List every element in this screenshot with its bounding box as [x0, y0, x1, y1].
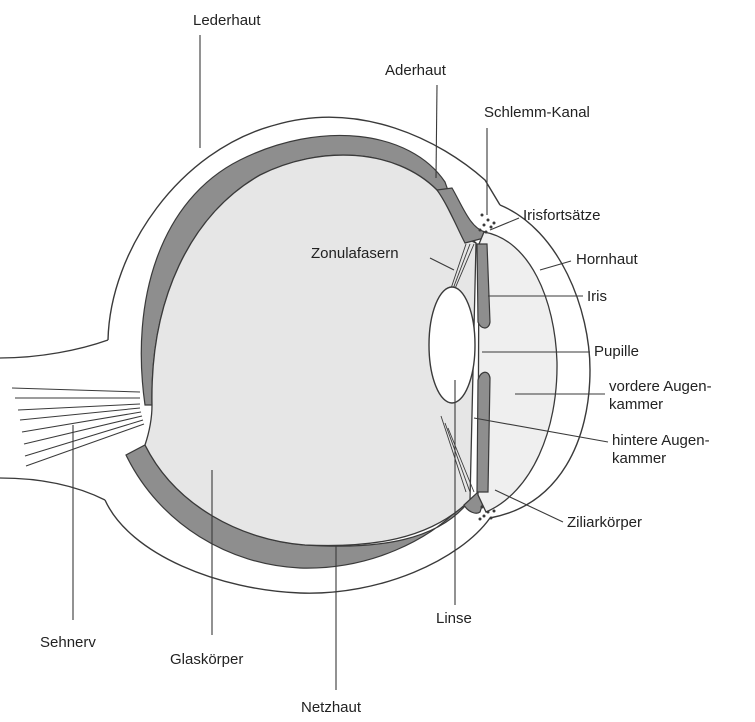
label-irisfortsaetze: Irisfortsätze	[523, 207, 601, 225]
label-netzhaut: Netzhaut	[301, 699, 361, 717]
label-ziliarkoerper: Ziliarkörper	[567, 514, 642, 532]
label-iris: Iris	[587, 288, 607, 306]
label-linse: Linse	[436, 610, 472, 628]
label-vordere-augenkammer-line1: vordere Augen-	[609, 378, 712, 396]
label-hintere-augenkammer: hintere Augen- kammer	[612, 432, 710, 468]
label-lederhaut: Lederhaut	[193, 12, 261, 30]
label-schlemm-kanal: Schlemm-Kanal	[484, 104, 590, 122]
schlemm-canal-dots	[479, 214, 496, 234]
anterior-chamber	[478, 232, 557, 512]
leader-aderhaut	[436, 85, 437, 178]
leader-ziliarkoerper	[495, 490, 563, 522]
label-hornhaut: Hornhaut	[576, 251, 638, 269]
iris-lower	[477, 372, 490, 492]
label-hintere-augenkammer-line1: hintere Augen-	[612, 432, 710, 450]
label-vordere-augenkammer-line2: kammer	[609, 396, 712, 414]
label-zonulafasern: Zonulafasern	[311, 245, 399, 263]
label-vordere-augenkammer: vordere Augen- kammer	[609, 378, 712, 414]
leader-hornhaut	[540, 261, 571, 270]
label-sehnerv: Sehnerv	[40, 634, 96, 652]
optic-nerve	[0, 340, 144, 500]
label-aderhaut: Aderhaut	[385, 62, 446, 80]
label-pupille: Pupille	[594, 343, 639, 361]
label-glaskoerper: Glaskörper	[170, 651, 243, 669]
label-hintere-augenkammer-line2: kammer	[612, 450, 710, 468]
iris-upper	[477, 244, 490, 328]
lens-shape	[429, 287, 475, 403]
